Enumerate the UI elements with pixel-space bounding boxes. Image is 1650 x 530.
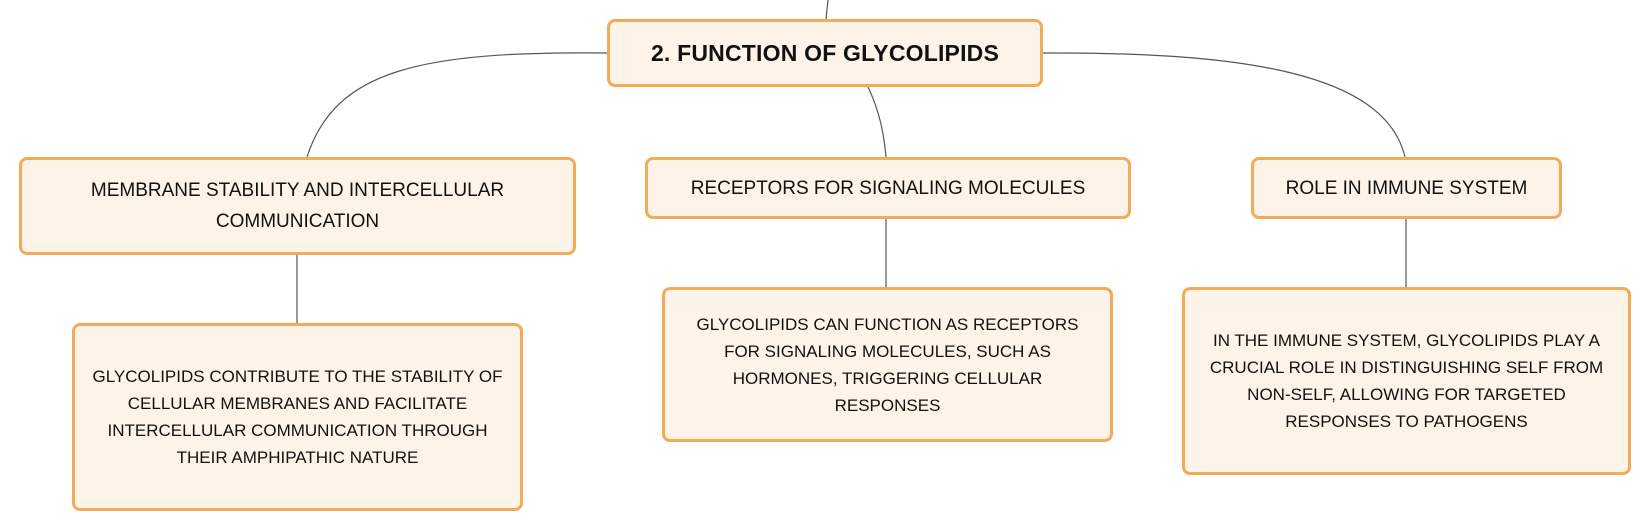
topic-label: RECEPTORS FOR SIGNALING MOLECULES <box>690 177 1086 199</box>
connector-root-membrane <box>306 52 608 158</box>
detail-node-membrane-stability[interactable]: GLYCOLIPIDS CONTRIBUTE TO THE STABILITY … <box>72 323 523 511</box>
topic-node-immune-system[interactable]: ROLE IN IMMUNE SYSTEM <box>1251 157 1562 219</box>
root-label: 2. FUNCTION OF GLYCOLIPIDS <box>650 39 1000 66</box>
detail-node-immune-system[interactable]: IN THE IMMUNE SYSTEM, GLYCOLIPIDS PLAY A… <box>1182 287 1631 475</box>
topic-label: ROLE IN IMMUNE SYSTEM <box>1285 177 1528 199</box>
topic-label: MEMBRANE STABILITY AND INTERCELLULAR COM… <box>90 180 505 232</box>
connector-root-immune <box>1042 52 1406 158</box>
root-node[interactable]: 2. FUNCTION OF GLYCOLIPIDS <box>607 19 1043 87</box>
incoming-connector <box>825 0 829 20</box>
topic-node-receptors[interactable]: RECEPTORS FOR SIGNALING MOLECULES <box>645 157 1131 219</box>
detail-text: GLYCOLIPIDS CAN FUNCTION AS RECEPTORS FO… <box>696 314 1079 415</box>
detail-text: GLYCOLIPIDS CONTRIBUTE TO THE STABILITY … <box>92 367 503 467</box>
detail-node-receptors[interactable]: GLYCOLIPIDS CAN FUNCTION AS RECEPTORS FO… <box>662 287 1113 442</box>
connector-root-receptors <box>867 86 887 158</box>
detail-text: IN THE IMMUNE SYSTEM, GLYCOLIPIDS PLAY A… <box>1209 331 1604 431</box>
topic-node-membrane-stability[interactable]: MEMBRANE STABILITY AND INTERCELLULAR COM… <box>19 157 576 255</box>
